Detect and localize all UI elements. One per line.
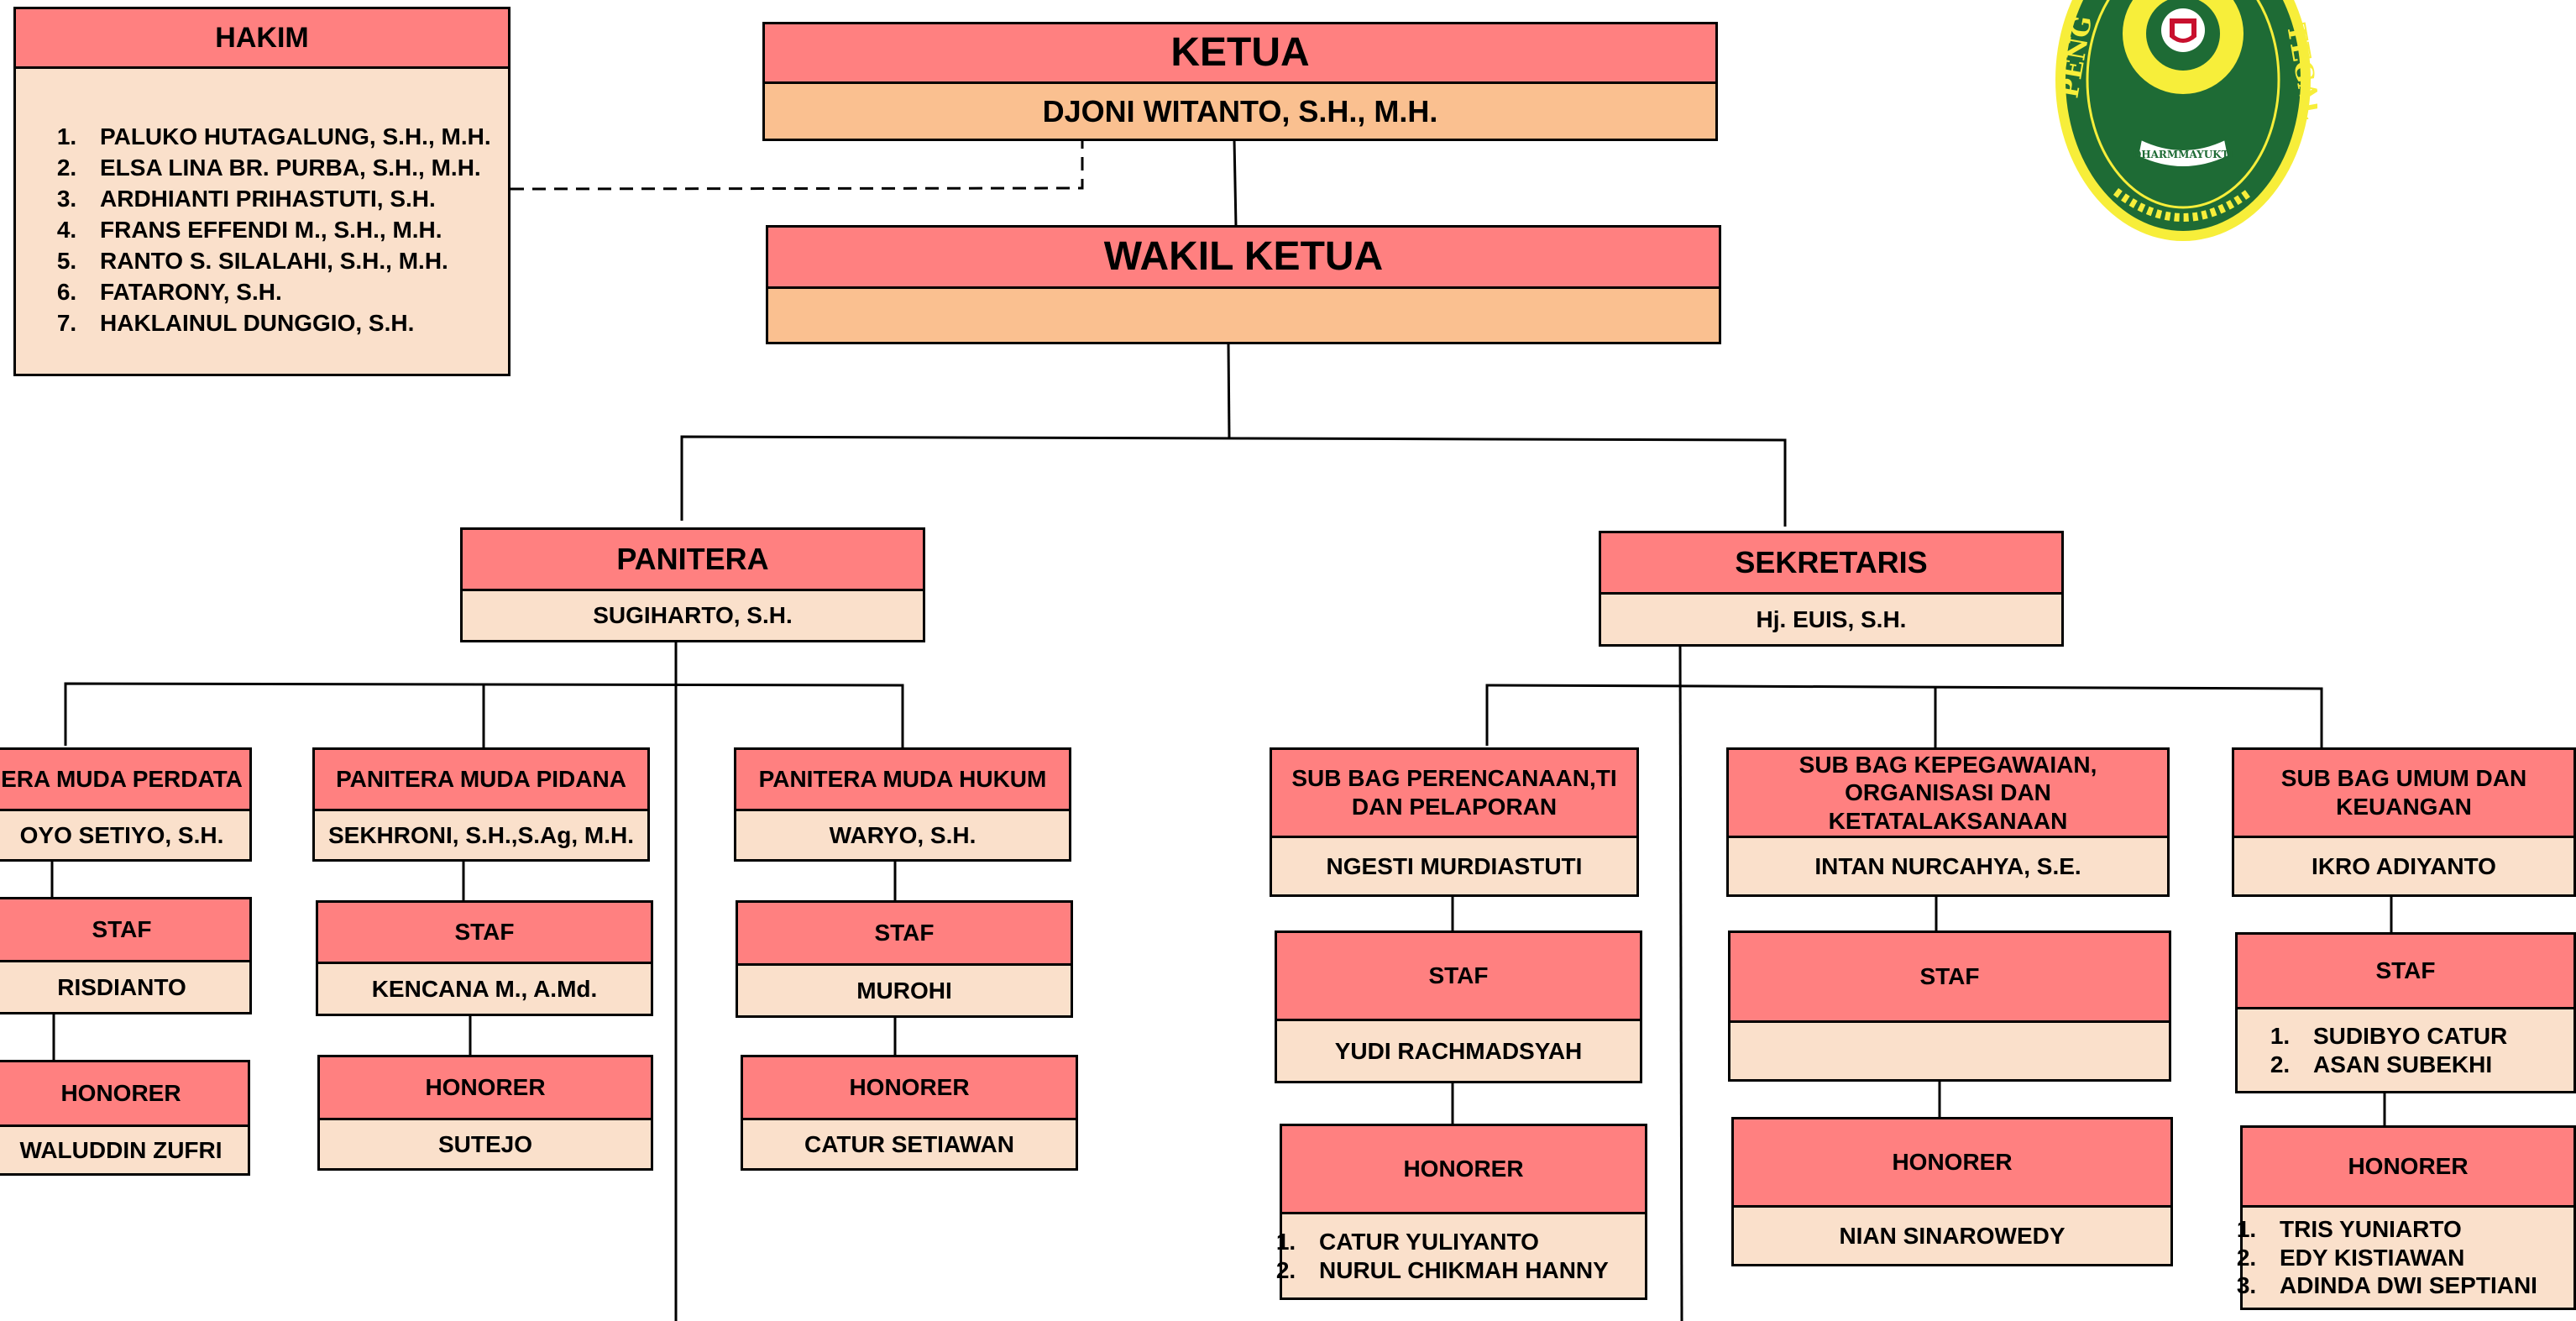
sub-bag-umum-name: IKRO ADIYANTO [2312, 852, 2496, 879]
perencanaan-honorer-title: HONORER [1282, 1126, 1645, 1214]
sub-bag-perencanaan-title: SUB BAG PERENCANAAN,TI DAN PELAPORAN [1272, 750, 1636, 838]
perdata-honorer-title: HONORER [0, 1062, 248, 1127]
panitera-muda-perdata-name: OYO SETIYO, S.H. [19, 821, 224, 848]
hukum-honorer-title: HONORER [743, 1057, 1076, 1120]
perencanaan-staf-name: YUDI RACHMADSYAH [1334, 1037, 1583, 1064]
sub-bag-kepegawaian-name: INTAN NURCAHYA, S.E. [1814, 852, 2081, 879]
perencanaan-honorer-box: HONORER CATUR YULIYANTO NURUL CHIKMAH HA… [1280, 1124, 1647, 1300]
hukum-staf-box: STAF MUROHI [736, 900, 1073, 1018]
pidana-honorer-title: HONORER [320, 1057, 651, 1120]
wakil-ketua-title: WAKIL KETUA [768, 228, 1719, 289]
logo-motto: DHARMMAYUKTI [2133, 149, 2234, 160]
kepegawaian-honorer-name: NIAN SINAROWEDY [1839, 1222, 2066, 1249]
panitera-muda-pidana-box: PANITERA MUDA PIDANA SEKHRONI, S.H.,S.Ag… [312, 747, 650, 862]
perdata-honorer-name: WALUDDIN ZUFRI [19, 1136, 223, 1163]
sekretaris-name: Hj. EUIS, S.H. [1756, 605, 1907, 632]
perdata-staf-title: STAF [0, 899, 249, 962]
sub-bag-perencanaan-name: NGESTI MURDIASTUTI [1326, 852, 1583, 879]
sub-bag-umum-title: SUB BAG UMUM DAN KEUANGAN [2234, 750, 2573, 838]
sub-bag-umum-box: SUB BAG UMUM DAN KEUANGAN IKRO ADIYANTO [2232, 747, 2576, 897]
kepegawaian-staf-name [1730, 1023, 2169, 1079]
honorer-member: TRIS YUNIARTO [2263, 1215, 2537, 1244]
ketua-name: DJONI WITANTO, S.H., M.H. [765, 84, 1715, 139]
hukum-honorer-box: HONORER CATUR SETIAWAN [741, 1055, 1078, 1171]
hukum-honorer-name: CATUR SETIAWAN [804, 1130, 1014, 1157]
staf-member: ASAN SUBEKHI [2296, 1051, 2507, 1079]
pidana-staf-name: KENCANA M., A.Md. [371, 975, 598, 1002]
hakim-member: ELSA LINA BR. PURBA, S.H., M.H. [83, 152, 508, 183]
panitera-muda-pidana-title: PANITERA MUDA PIDANA [315, 750, 647, 811]
hakim-title: HAKIM [16, 9, 508, 69]
perencanaan-staf-box: STAF YUDI RACHMADSYAH [1275, 930, 1642, 1083]
perdata-staf-box: STAF RISDIANTO [0, 897, 252, 1014]
hukum-staf-title: STAF [738, 903, 1071, 966]
perencanaan-staf-title: STAF [1277, 933, 1640, 1021]
hakim-member: HAKLAINUL DUNGGIO, S.H. [83, 307, 508, 338]
hakim-member: ARDHIANTI PRIHASTUTI, S.H. [83, 183, 508, 214]
kepegawaian-honorer-title: HONORER [1734, 1119, 2170, 1208]
umum-staf-list: SUDIBYO CATUR ASAN SUBEKHI [2238, 1009, 2573, 1091]
hakim-member: PALUKO HUTAGALUNG, S.H., M.H. [83, 121, 508, 152]
court-logo: DHARMMAYUKTI PENG TEGAL [2055, 0, 2317, 241]
sub-bag-kepegawaian-box: SUB BAG KEPEGAWAIAN, ORGANISASI DAN KETA… [1726, 747, 2170, 897]
kepegawaian-staf-title: STAF [1730, 933, 2169, 1023]
hakim-member: RANTO S. SILALAHI, S.H., M.H. [83, 245, 508, 276]
staf-member: SUDIBYO CATUR [2296, 1022, 2507, 1051]
wakil-ketua-name [768, 289, 1719, 342]
panitera-muda-hukum-title: PANITERA MUDA HUKUM [736, 750, 1069, 811]
umum-honorer-list: TRIS YUNIARTO EDY KISTIAWAN ADINDA DWI S… [2243, 1208, 2573, 1308]
honorer-member: CATUR YULIYANTO [1302, 1228, 1609, 1256]
panitera-muda-perdata-title: ERA MUDA PERDATA [0, 750, 249, 811]
panitera-box: PANITERA SUGIHARTO, S.H. [460, 527, 925, 642]
hakim-member: FRANS EFFENDI M., S.H., M.H. [83, 214, 508, 245]
umum-honorer-box: HONORER TRIS YUNIARTO EDY KISTIAWAN ADIN… [2240, 1125, 2576, 1310]
pidana-staf-box: STAF KENCANA M., A.Md. [316, 900, 653, 1016]
sekretaris-title: SEKRETARIS [1601, 533, 2061, 595]
sub-bag-kepegawaian-title: SUB BAG KEPEGAWAIAN, ORGANISASI DAN KETA… [1729, 750, 2167, 838]
panitera-name: SUGIHARTO, S.H. [593, 602, 793, 629]
panitera-muda-pidana-name: SEKHRONI, S.H.,S.Ag, M.H. [327, 821, 635, 848]
hakim-member: FATARONY, S.H. [83, 276, 508, 307]
umum-staf-box: STAF SUDIBYO CATUR ASAN SUBEKHI [2235, 932, 2576, 1093]
umum-honorer-title: HONORER [2243, 1128, 2573, 1208]
panitera-muda-hukum-box: PANITERA MUDA HUKUM WARYO, S.H. [734, 747, 1071, 862]
pidana-honorer-name: SUTEJO [437, 1130, 533, 1157]
hakim-list: PALUKO HUTAGALUNG, S.H., M.H. ELSA LINA … [63, 121, 508, 338]
kepegawaian-honorer-box: HONORER NIAN SINAROWEDY [1731, 1117, 2173, 1266]
hakim-box: HAKIM PALUKO HUTAGALUNG, S.H., M.H. ELSA… [13, 7, 510, 376]
pidana-staf-title: STAF [318, 903, 651, 964]
panitera-title: PANITERA [463, 530, 923, 591]
perdata-staf-name: RISDIANTO [57, 973, 186, 1000]
wakil-ketua-box: WAKIL KETUA [766, 225, 1721, 344]
umum-staf-title: STAF [2238, 935, 2573, 1009]
hukum-staf-name: MUROHI [856, 977, 952, 1004]
honorer-member: ADINDA DWI SEPTIANI [2263, 1271, 2537, 1300]
kepegawaian-staf-box: STAF [1728, 930, 2171, 1082]
ketua-box: KETUA DJONI WITANTO, S.H., M.H. [762, 22, 1718, 141]
honorer-member: EDY KISTIAWAN [2263, 1244, 2537, 1272]
ketua-title: KETUA [765, 24, 1715, 84]
sub-bag-perencanaan-box: SUB BAG PERENCANAAN,TI DAN PELAPORAN NGE… [1270, 747, 1639, 897]
panitera-muda-hukum-name: WARYO, S.H. [829, 821, 976, 848]
panitera-muda-perdata-box: ERA MUDA PERDATA OYO SETIYO, S.H. [0, 747, 252, 862]
perdata-honorer-box: HONORER WALUDDIN ZUFRI [0, 1060, 250, 1176]
sekretaris-box: SEKRETARIS Hj. EUIS, S.H. [1599, 531, 2064, 647]
perencanaan-honorer-list: CATUR YULIYANTO NURUL CHIKMAH HANNY [1282, 1214, 1645, 1297]
pidana-honorer-box: HONORER SUTEJO [317, 1055, 653, 1171]
honorer-member: NURUL CHIKMAH HANNY [1302, 1256, 1609, 1285]
